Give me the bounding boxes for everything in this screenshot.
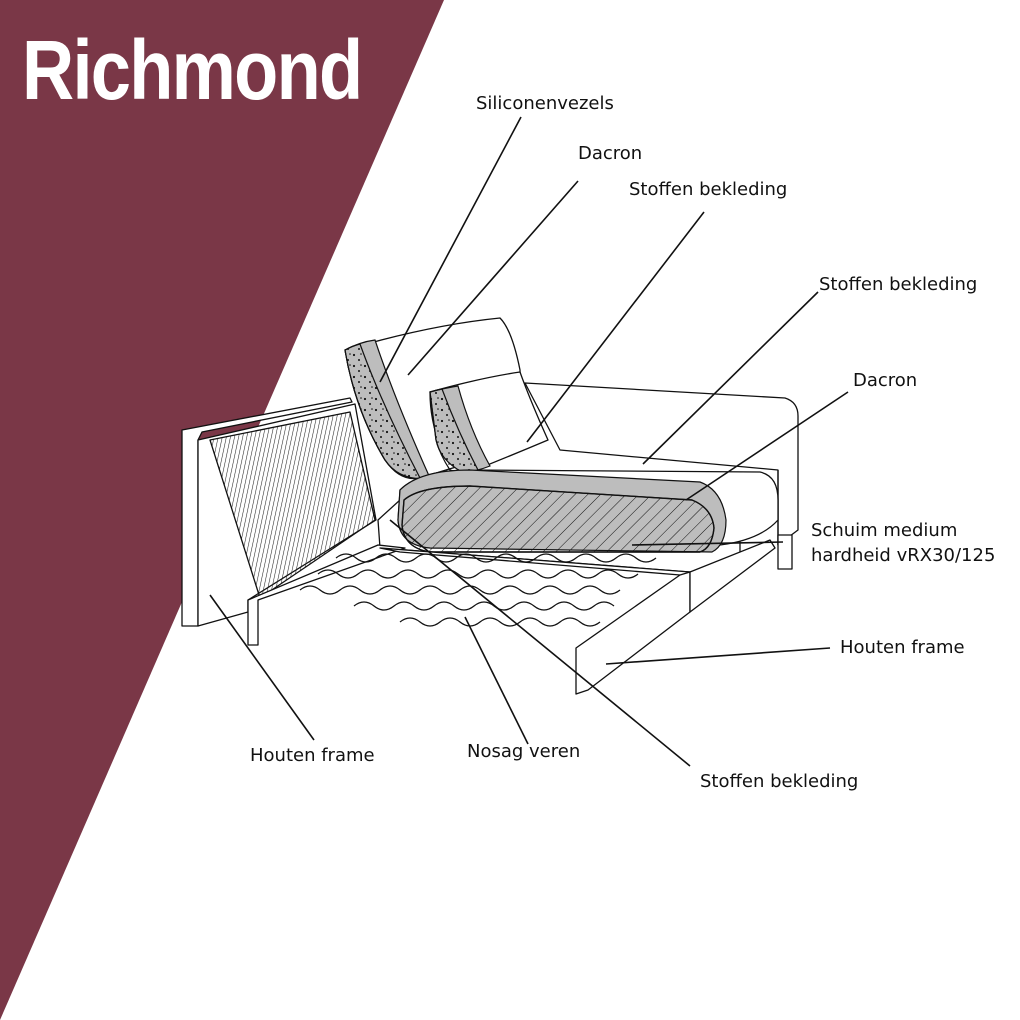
label-nosag: Nosag veren xyxy=(467,741,581,762)
label-siliconenvezels: Siliconenvezels xyxy=(476,93,614,114)
left-back-frame xyxy=(181,397,353,627)
nosag-springs xyxy=(299,553,657,627)
left-panel-fabric xyxy=(209,411,376,599)
label-houten-right: Houten frame xyxy=(840,637,965,658)
leader-lines xyxy=(209,116,849,767)
right-leg xyxy=(777,534,793,570)
label-houten-left: Houten frame xyxy=(250,745,375,766)
label-stoffen-arm: Stoffen bekleding xyxy=(819,274,978,295)
brand-title: Richmond xyxy=(22,23,363,117)
label-schuim-line1: Schuim medium xyxy=(811,520,958,541)
right-side-rail xyxy=(689,539,776,613)
label-schuim-line2: hardheid vRX30/125 xyxy=(811,545,996,566)
front-rail-left xyxy=(247,544,406,646)
label-dacron-top: Dacron xyxy=(578,143,643,164)
label-stoffen-cushion: Stoffen bekleding xyxy=(629,179,788,200)
label-dacron-right: Dacron xyxy=(853,370,918,391)
label-stoffen-bottom: Stoffen bekleding xyxy=(700,771,859,792)
front-frame-right xyxy=(575,571,691,695)
